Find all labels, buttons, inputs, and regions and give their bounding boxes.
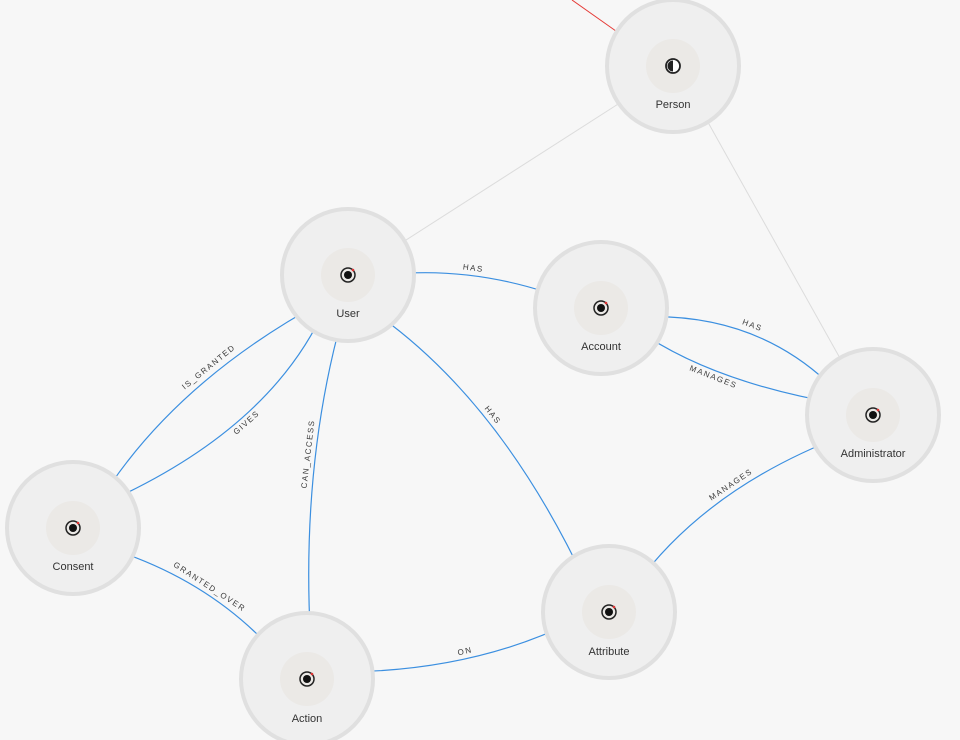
person-admin-link	[699, 107, 856, 386]
target-icon	[593, 300, 609, 316]
edge-label-action-on-attribute: ON	[457, 645, 474, 657]
node-label-person: Person	[656, 99, 691, 111]
edge-user-can-access-action-path[interactable]	[305, 317, 343, 648]
edge-label-user-can-access-action: CAN_ACCESS	[300, 419, 317, 489]
edge-label-admin-manages-attribute: MANAGES	[707, 467, 754, 503]
edge-label-user-is-granted-consent: IS_GRANTED	[180, 343, 237, 392]
target-icon	[340, 267, 356, 283]
node-label-consent: Consent	[53, 561, 94, 573]
node-account[interactable]: Account	[533, 240, 669, 376]
target-icon	[601, 604, 617, 620]
edge-user-can-access-action[interactable]: CAN_ACCESS	[300, 317, 343, 648]
node-label-administrator: Administrator	[841, 448, 906, 460]
edge-user-gives-consent[interactable]: GIVES	[95, 305, 327, 508]
half-filled-circle-icon	[665, 58, 681, 74]
target-icon	[865, 407, 881, 423]
edge-label-consent-granted-over-action: GRANTED_OVER	[172, 560, 248, 613]
edge-user-gives-consent-path[interactable]	[95, 305, 327, 508]
node-label-user: User	[336, 308, 360, 320]
edge-label-user-has-attribute: HAS	[483, 404, 503, 426]
edge-user-is-granted-consent[interactable]: IS_GRANTED	[95, 301, 323, 508]
node-label-account: Account	[581, 341, 621, 353]
user-person-link	[377, 89, 641, 259]
node-consent[interactable]: Consent	[5, 460, 141, 596]
node-action[interactable]: Action	[239, 611, 375, 740]
edges-layer: HAS HAS MANAGES IS_GRANTED GIVES CAN_ACC…	[95, 262, 846, 674]
node-label-action: Action	[292, 713, 323, 725]
node-user[interactable]: User	[280, 207, 416, 343]
nodes-layer: Person User Account	[5, 0, 941, 740]
edge-label-user-has-account: HAS	[462, 262, 484, 274]
node-attribute[interactable]: Attribute	[541, 544, 677, 680]
node-administrator[interactable]: Administrator	[805, 347, 941, 483]
node-person[interactable]: Person	[605, 0, 741, 134]
edge-user-is-granted-consent-path[interactable]	[95, 301, 323, 508]
target-icon	[65, 520, 81, 536]
node-label-attribute: Attribute	[589, 646, 630, 658]
edge-user-has-attribute-path[interactable]	[373, 311, 587, 584]
target-icon	[299, 671, 315, 687]
